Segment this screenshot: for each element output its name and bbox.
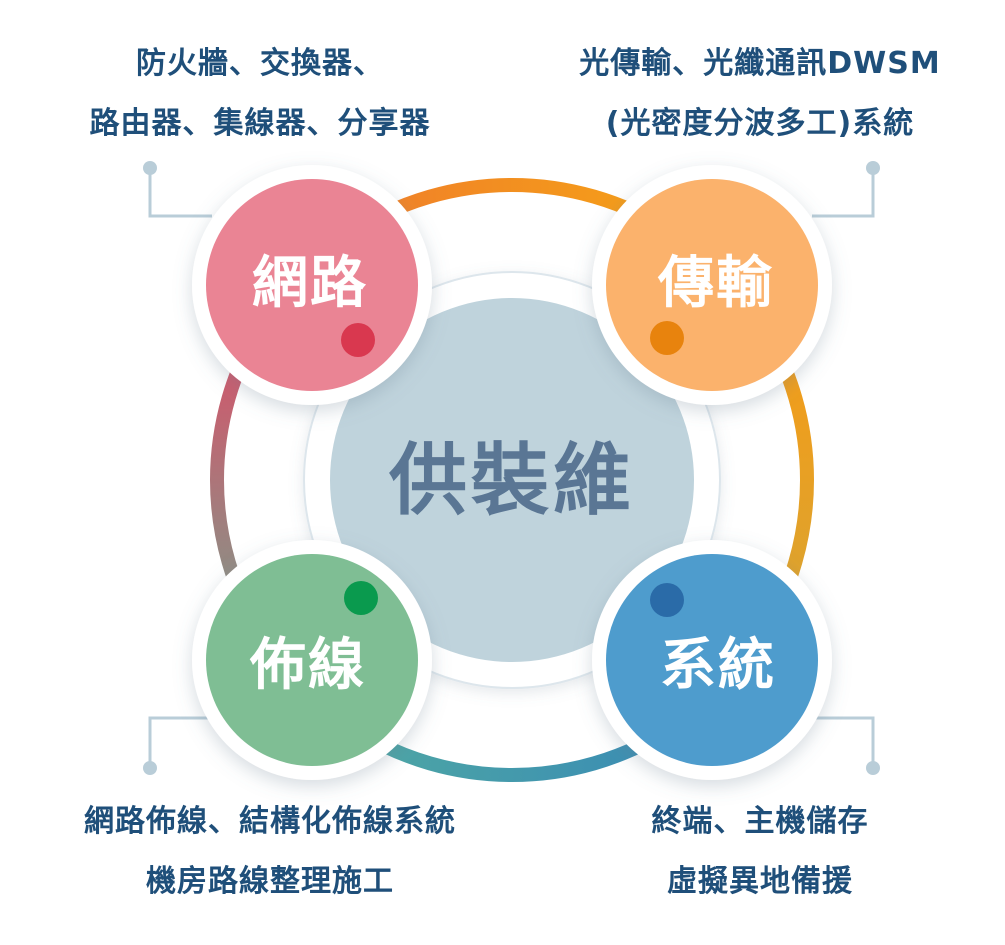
connector-dot-network [143,161,157,175]
node-label-transmission: 傳輸 [657,251,774,316]
center-node: 供裝維 [303,271,721,689]
node-label-system: 系統 [660,633,776,698]
status-dot-system [650,583,684,617]
desc-transmission-line-2: (光密度分波多工)系統 [605,106,915,141]
connector-endpoints [143,161,880,775]
desc-network-line-1: 防火牆、交換器、 [136,46,384,81]
node-label-network: 網路 [252,251,368,316]
desc-transmission-line-1: 光傳輸、光纖通訊DWSM [579,46,941,81]
connectors [148,168,875,768]
center-label: 供裝維 [389,436,635,526]
ring-arc-bottom [350,724,674,782]
status-dot-network [341,323,375,357]
status-dot-transmission [650,321,684,355]
connector-dot-cabling [143,761,157,775]
desc-network: 防火牆、交換器、 路由器、集線器、分享器 [30,34,490,154]
connector-transmission [812,168,875,218]
desc-cabling-line-1: 網路佈線、結構化佈線系統 [84,804,456,839]
connector-dot-transmission [866,161,880,175]
desc-system: 終端、主機儲存 虛擬異地備援 [560,792,960,912]
node-system[interactable]: 系統 [592,540,832,780]
status-dot-cabling [344,581,378,615]
node-transmission[interactable]: 傳輸 [592,165,832,405]
node-label-cabling: 佈線 [249,633,366,698]
connector-network [148,168,212,218]
desc-system-line-1: 終端、主機儲存 [651,804,869,839]
node-cabling[interactable]: 佈線 [192,540,432,780]
desc-cabling-line-2: 機房路線整理施工 [146,864,394,899]
desc-transmission: 光傳輸、光纖通訊DWSM (光密度分波多工)系統 [520,34,1000,154]
connector-cabling [148,716,212,768]
desc-system-line-2: 虛擬異地備援 [667,864,853,899]
connector-dot-system [866,761,880,775]
node-network[interactable]: 網路 [192,165,432,405]
desc-cabling: 網路佈線、結構化佈線系統 機房路線整理施工 [20,792,520,912]
desc-network-line-2: 路由器、集線器、分享器 [89,106,431,141]
connector-system [812,716,875,768]
